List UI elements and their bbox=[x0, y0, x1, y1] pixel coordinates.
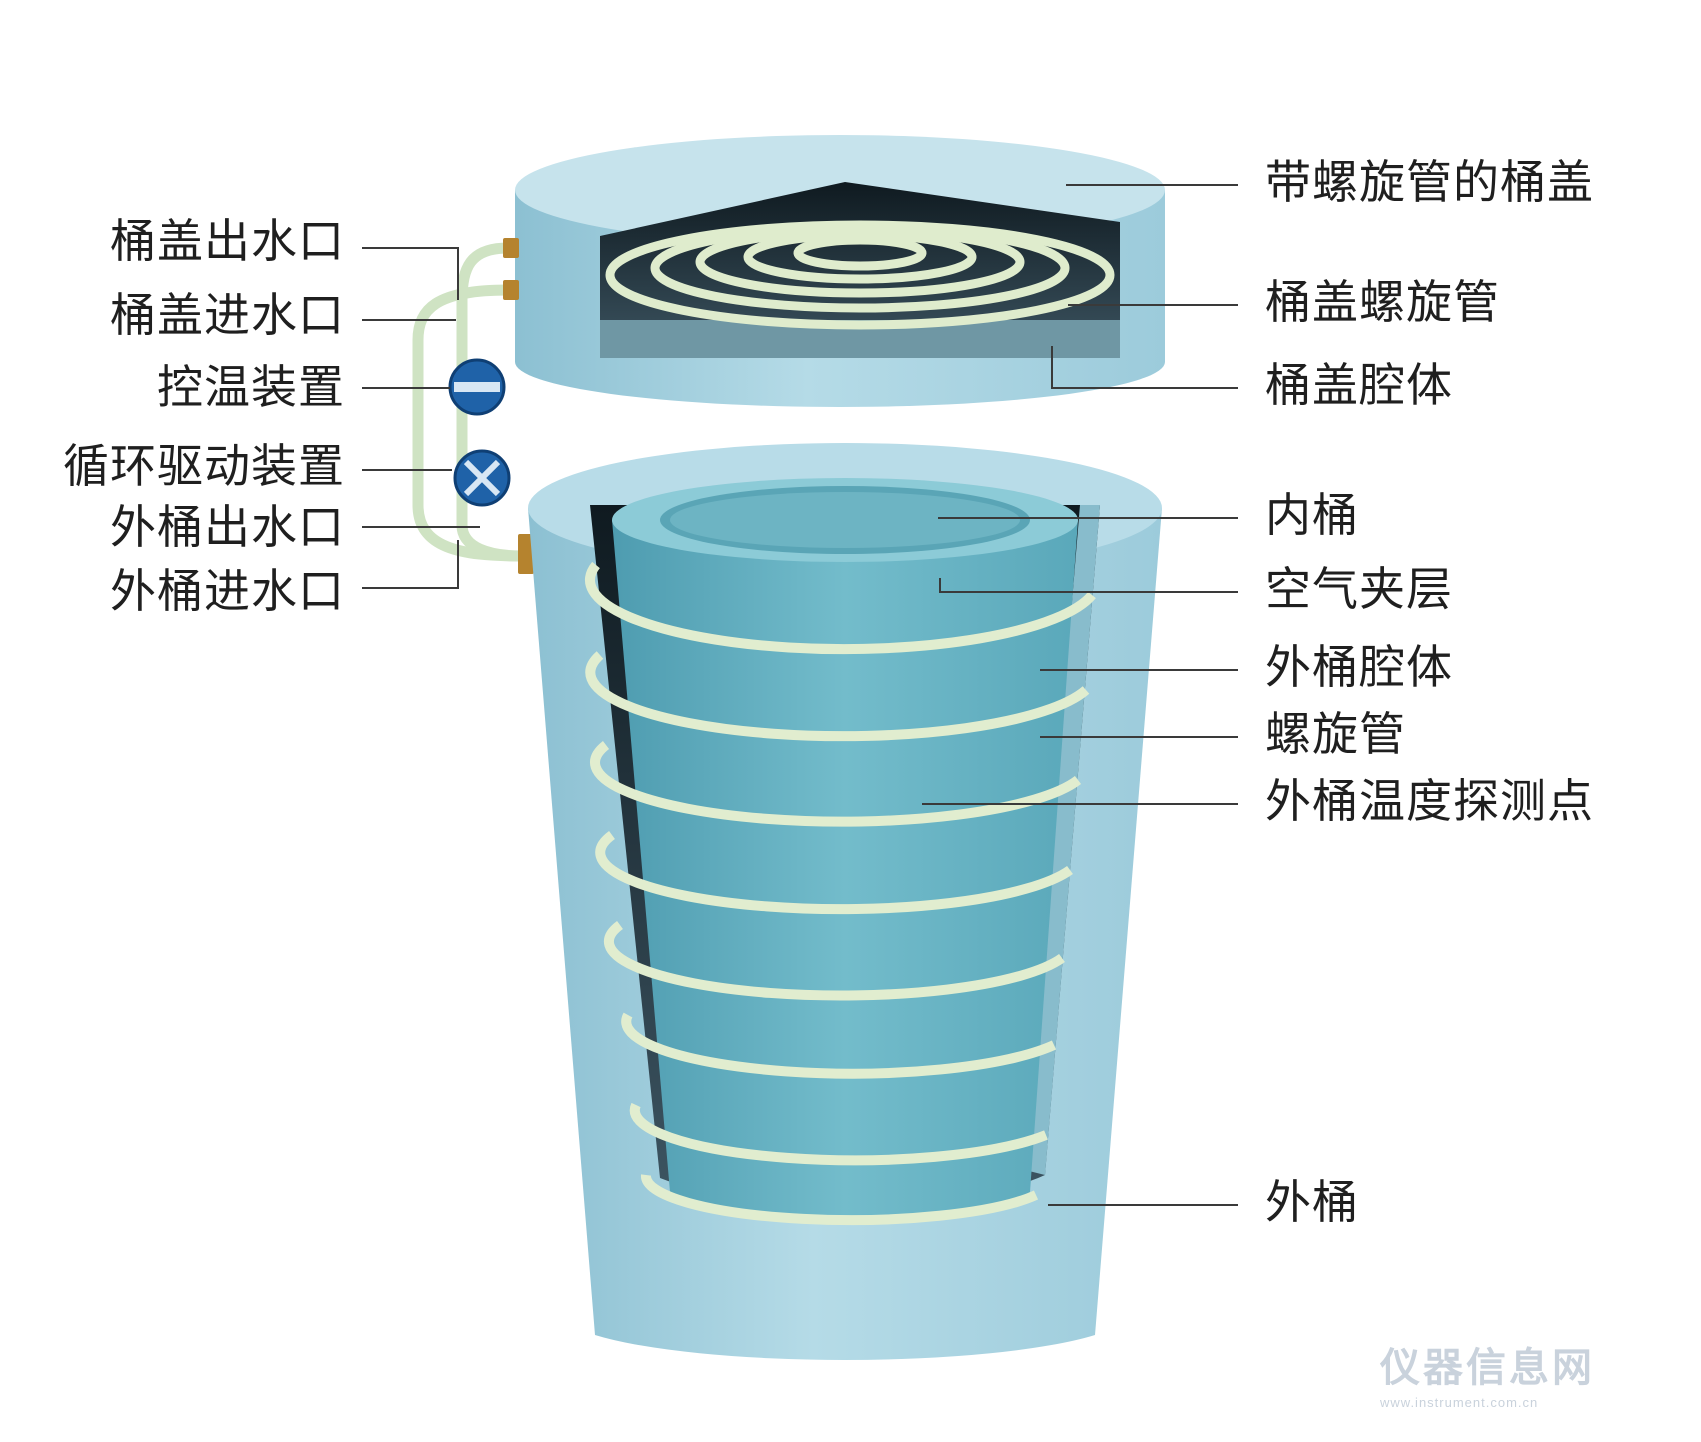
leader-lines bbox=[362, 184, 1238, 1206]
external-piping bbox=[412, 242, 523, 562]
label-air-layer: 空气夹层 bbox=[1265, 562, 1453, 616]
watermark-url: www.instrument.com.cn bbox=[1380, 1395, 1539, 1410]
label-outer-inlet: 外桶进水口 bbox=[110, 564, 345, 618]
label-outer-cavity: 外桶腔体 bbox=[1265, 640, 1453, 694]
label-temp-control: 控温装置 bbox=[157, 360, 345, 414]
label-circulation-drive: 循环驱动装置 bbox=[63, 439, 345, 493]
lid bbox=[515, 135, 1165, 407]
label-outer-outlet: 外桶出水口 bbox=[110, 500, 345, 554]
label-spiral-tube: 螺旋管 bbox=[1265, 707, 1406, 761]
label-outer-temp-probe: 外桶温度探测点 bbox=[1265, 774, 1594, 828]
label-lid-spiral-tube: 桶盖螺旋管 bbox=[1265, 275, 1500, 329]
inner-bucket-opening bbox=[670, 492, 1020, 548]
spiral-tube-coils bbox=[584, 561, 1096, 1226]
inner-buckets bbox=[612, 478, 1078, 1220]
circulation-pump-valve[interactable] bbox=[453, 449, 511, 507]
watermark: 仪器信息网 www.instrument.com.cn bbox=[1380, 1335, 1595, 1410]
air-layer-wall bbox=[612, 520, 1078, 1220]
temp-control-valve[interactable] bbox=[448, 358, 506, 416]
pipe-fittings bbox=[503, 238, 534, 574]
outer-cavity-inner-wall bbox=[1025, 505, 1100, 1175]
label-outer-bucket: 外桶 bbox=[1265, 1175, 1359, 1229]
label-lid-with-spiral: 带螺旋管的桶盖 bbox=[1265, 155, 1594, 209]
watermark-text: 仪器信息网 bbox=[1380, 1346, 1595, 1390]
label-lid-cavity: 桶盖腔体 bbox=[1265, 358, 1453, 412]
lid-cavity-floor bbox=[600, 320, 1120, 358]
label-inner-bucket: 内桶 bbox=[1265, 488, 1359, 542]
lid-spiral-tube bbox=[605, 220, 1115, 330]
label-lid-inlet: 桶盖进水口 bbox=[110, 288, 345, 342]
label-lid-outlet: 桶盖出水口 bbox=[110, 214, 345, 268]
